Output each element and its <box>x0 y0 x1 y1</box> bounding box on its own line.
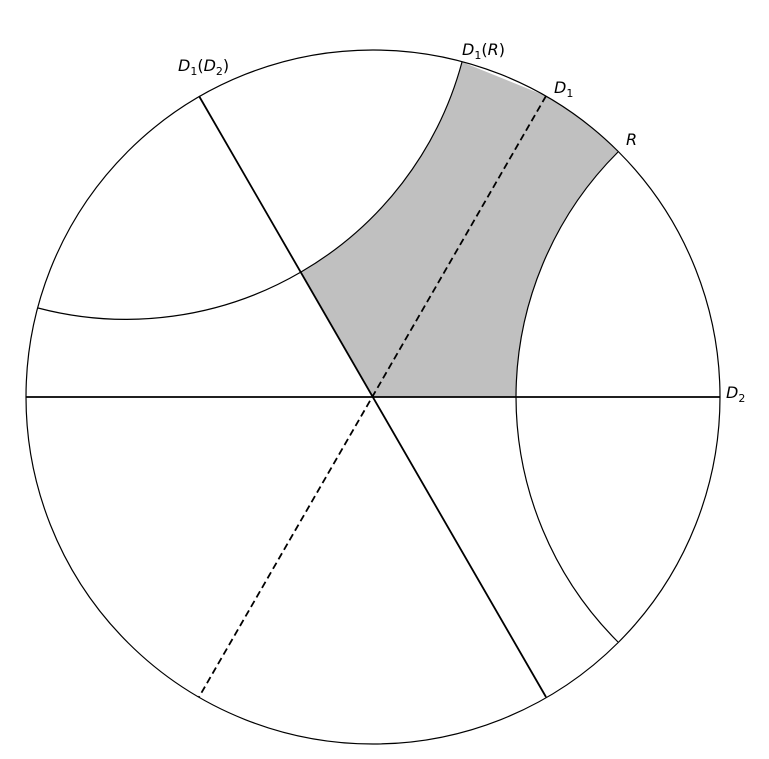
label-d1-of-d2: D1(D2) <box>178 56 229 78</box>
label-d1-of-r: D1(R) <box>462 40 505 62</box>
shaded-region <box>301 62 618 397</box>
label-r: R <box>626 130 637 149</box>
diameter-d1-dashed <box>198 95 547 698</box>
label-d1: D1 <box>554 78 573 100</box>
label-d2: D2 <box>726 383 745 405</box>
